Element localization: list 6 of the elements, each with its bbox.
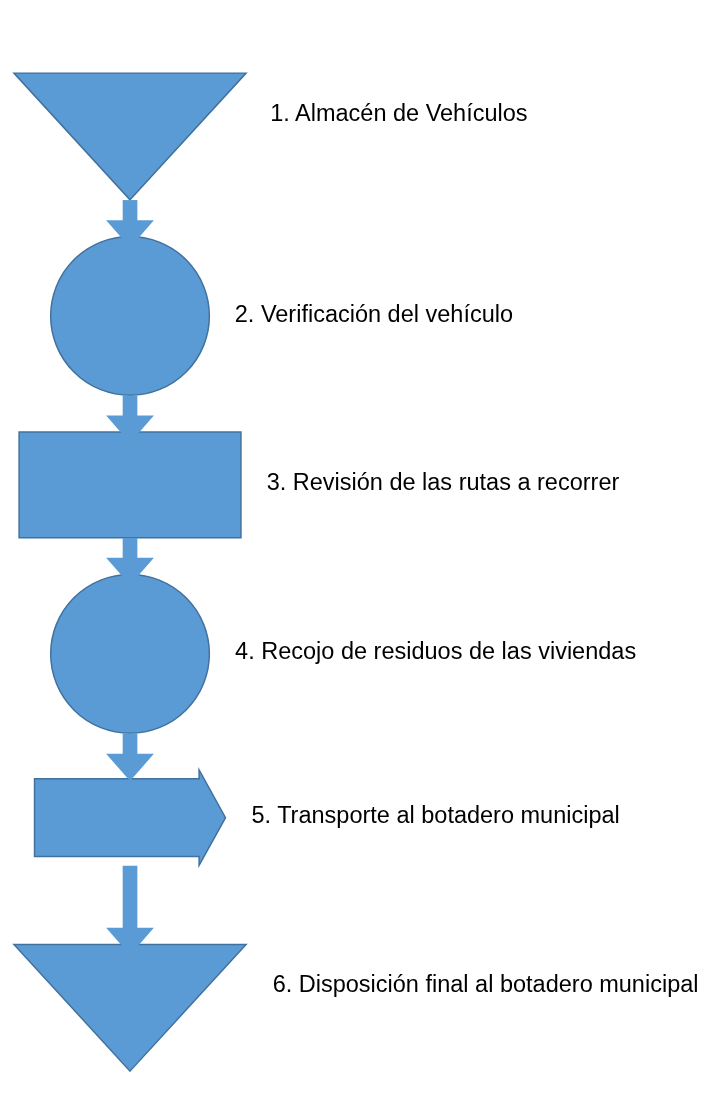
node-label: 6. Disposición final al botadero municipal <box>272 970 699 997</box>
node-label: 3. Revisión de las rutas a recorrer <box>266 468 620 495</box>
node-label: 1. Almacén de Vehículos <box>270 99 528 126</box>
node-label: 2. Verificación del vehículo <box>234 300 514 326</box>
node-label: 5. Transporte al botadero municipal <box>251 801 620 828</box>
node-label: 4. Recojo de residuos de las viviendas <box>235 637 637 664</box>
